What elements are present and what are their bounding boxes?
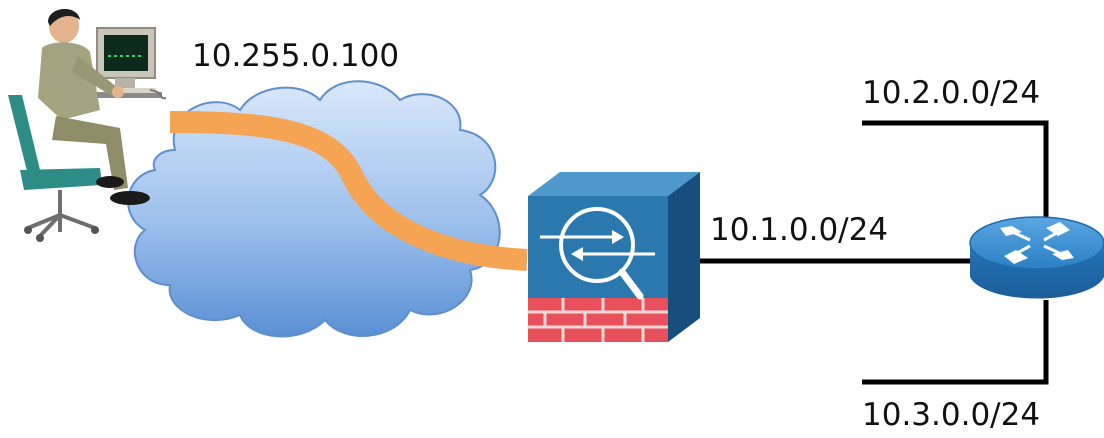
upper-network-label: 10.2.0.0/24 [862,75,1040,111]
vpn-tunnel [169,111,528,271]
firewall-appliance-icon [528,172,700,342]
remote-ip-label: 10.255.0.100 [192,38,399,74]
lower-segment-link [862,300,1049,385]
router-icon [969,216,1104,299]
lower-network-label: 10.3.0.0/24 [862,397,1040,433]
network-links [700,120,1049,385]
inside-network-label: 10.1.0.0/24 [710,212,888,248]
remote-user-workstation-icon [8,8,167,242]
internet-cloud-icon [127,80,501,338]
upper-segment-link [862,120,1049,218]
inspection-icon [540,207,655,300]
